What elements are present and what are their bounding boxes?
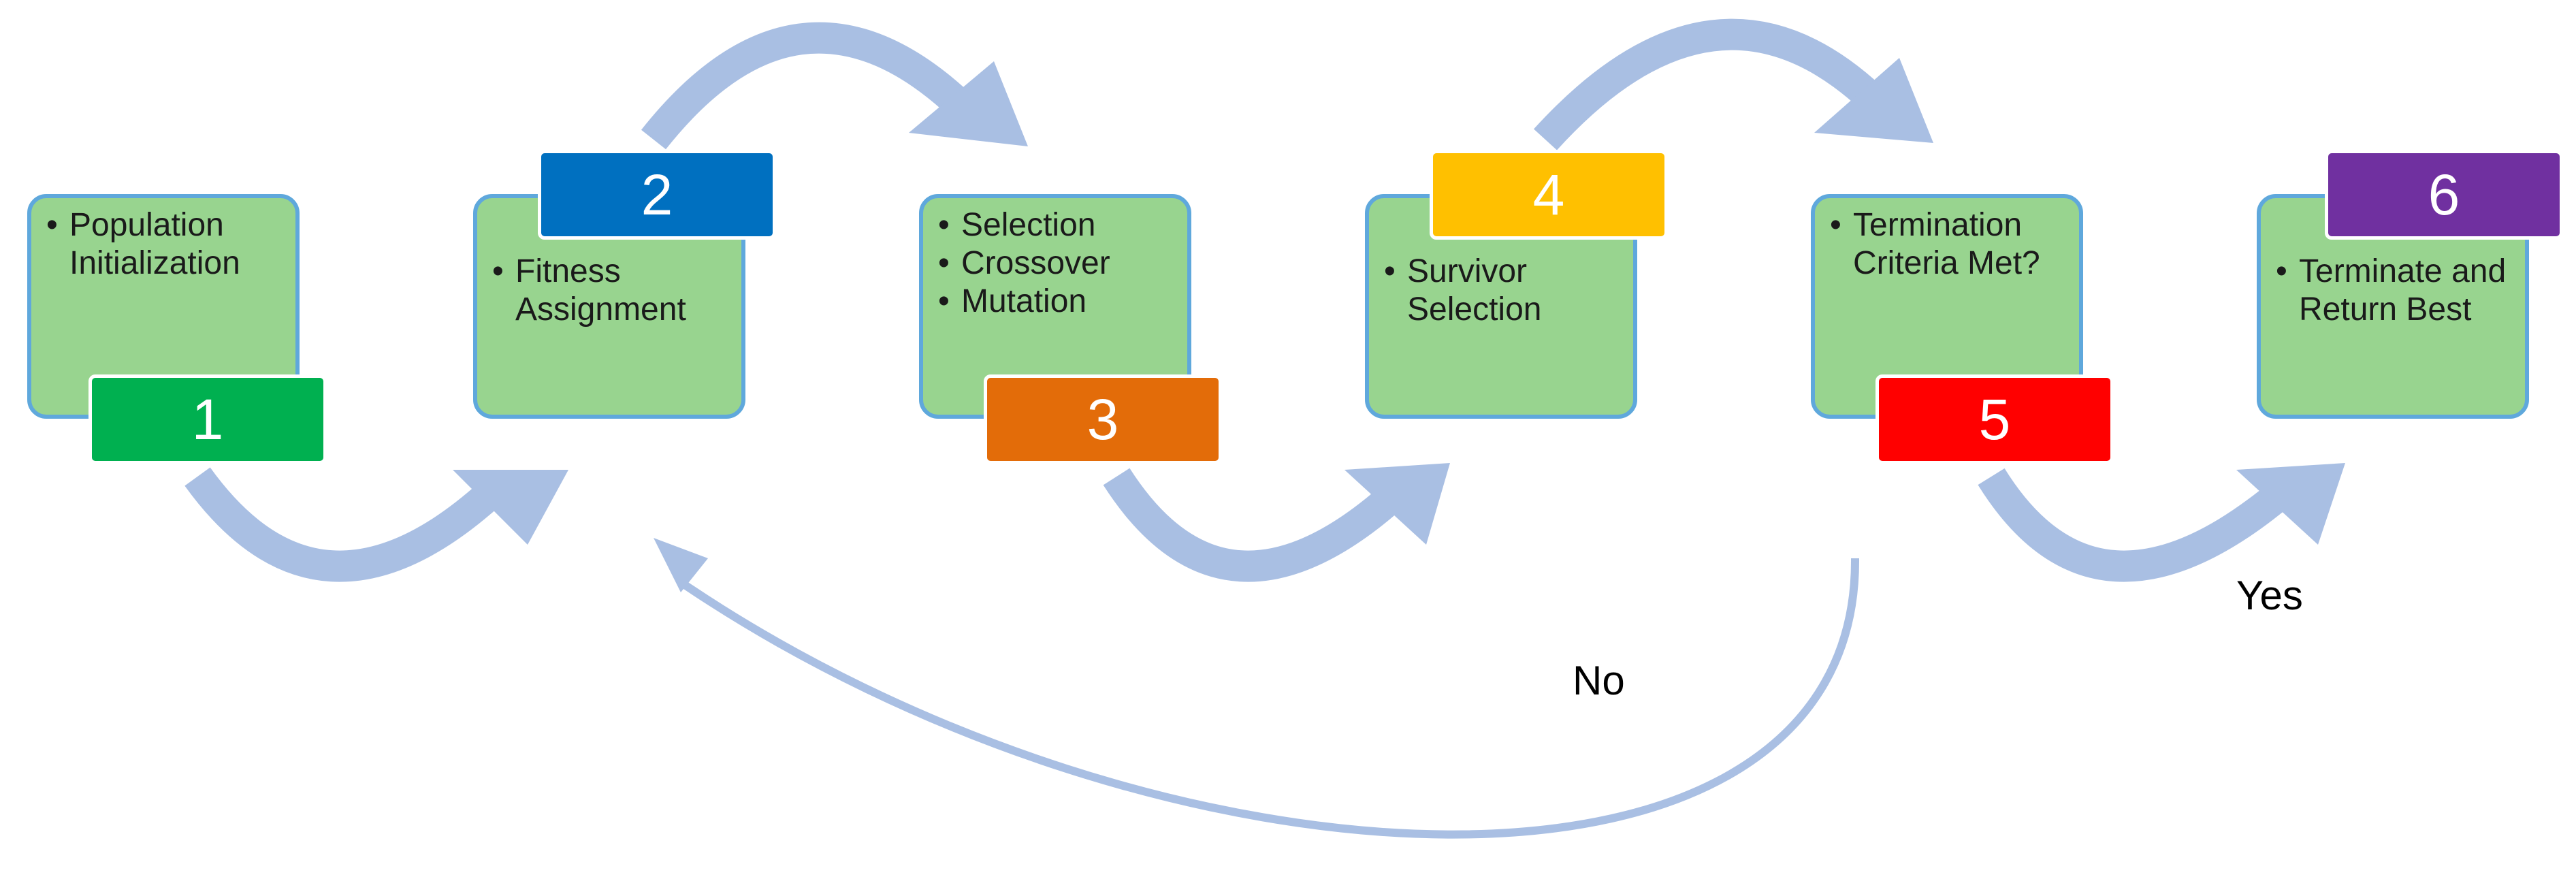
step-6-number-badge: 6 <box>2325 150 2563 240</box>
step-1-number-badge: 1 <box>88 374 327 464</box>
arrow-1-to-2-head <box>453 470 568 545</box>
step-4-number-badge: 4 <box>1430 150 1668 240</box>
step-3-item-crossover: Crossover <box>938 244 1180 283</box>
step-3-number-badge: 3 <box>984 374 1222 464</box>
step-2-number-badge: 2 <box>538 150 776 240</box>
arrow-4-to-5 <box>1533 18 1883 150</box>
arrow-loop-back-head <box>654 538 708 592</box>
arrow-3-to-4 <box>1103 468 1406 582</box>
arrow-2-to-3-head <box>909 61 1028 146</box>
arrow-1-to-2 <box>184 467 501 582</box>
yes-label: Yes <box>2236 573 2303 618</box>
arrow-loop-back-to-2 <box>678 558 1860 839</box>
arrow-2-to-3 <box>641 22 964 150</box>
step-1-item: Population Initialization <box>46 206 289 283</box>
step-3-item-selection: Selection <box>938 206 1180 244</box>
arrow-4-to-5-head <box>1814 58 1933 143</box>
step-6-item: Terminate and Return Best <box>2276 253 2518 329</box>
step-5-item: Termination Criteria Met? <box>1830 206 2072 283</box>
step-3-item-mutation: Mutation <box>938 283 1180 321</box>
arrow-5-to-6 <box>1978 468 2291 582</box>
step-5-number-badge: 5 <box>1875 374 2114 464</box>
arrow-3-to-4-head <box>1345 463 1450 545</box>
arrow-5-to-6-head <box>2236 463 2345 545</box>
no-label: No <box>1573 658 1625 703</box>
step-2-item: Fitness Assignment <box>492 253 735 329</box>
step-4-item: Survivor Selection <box>1384 253 1626 329</box>
